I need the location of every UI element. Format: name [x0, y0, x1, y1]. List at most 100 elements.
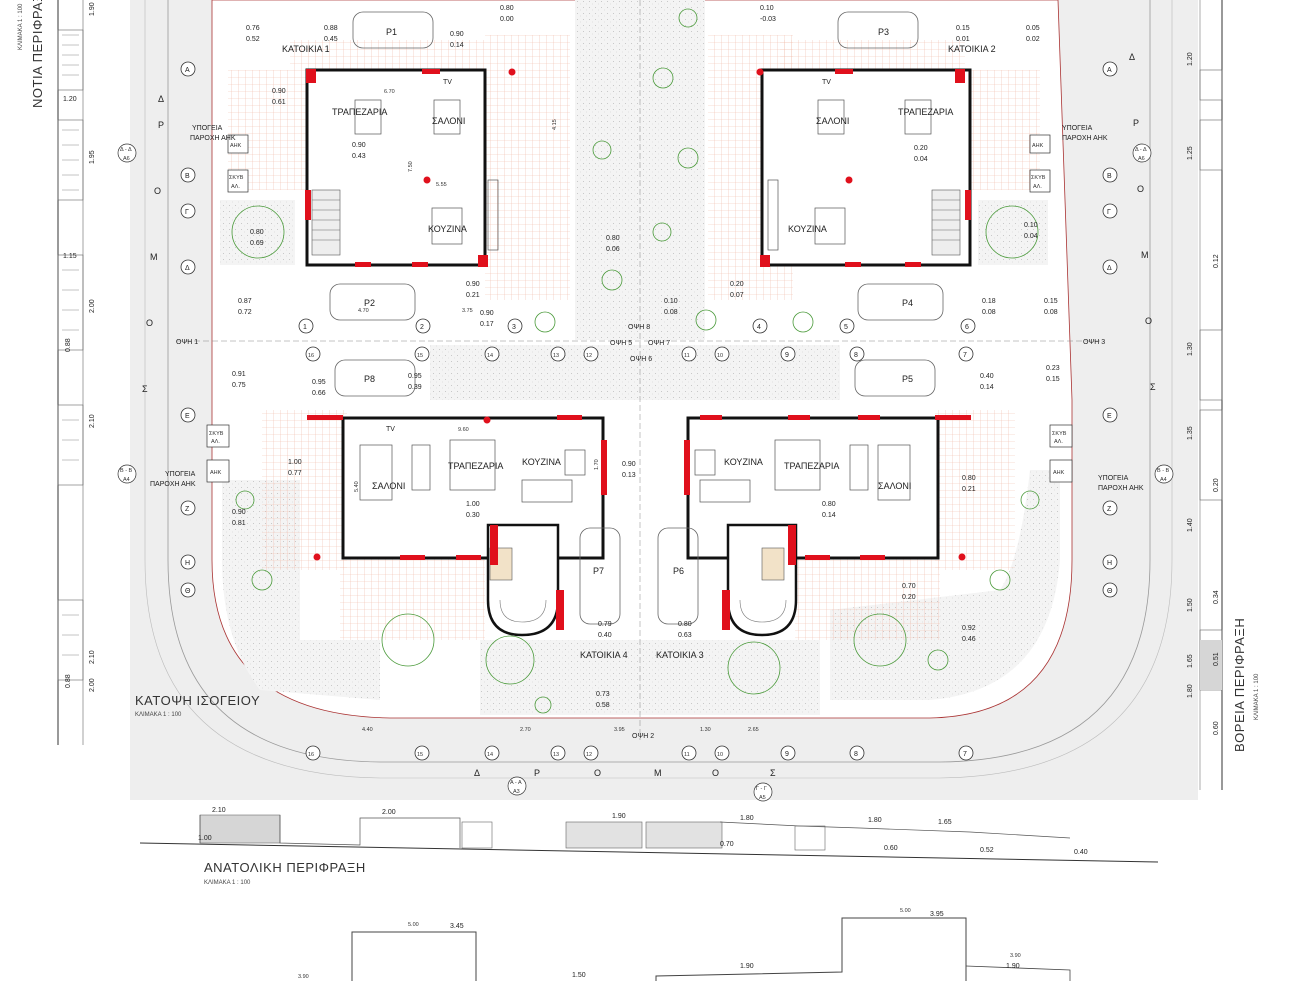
- svg-text:Δ: Δ: [474, 768, 480, 778]
- svg-text:0.73: 0.73: [596, 691, 610, 698]
- svg-text:3.95: 3.95: [930, 911, 944, 918]
- street-bottom: Δ Ρ Ο Μ Ο Σ: [474, 768, 776, 778]
- svg-text:0.80: 0.80: [822, 501, 836, 508]
- svg-text:4.70: 4.70: [358, 308, 369, 314]
- svg-text:15: 15: [417, 353, 423, 359]
- north-fence-elevation: ΒΟΡΕΙΑ ΠΕΡΙΦΡΑΞΗ ΚΛΙΜΑΚΑ 1 : 100 1.20 1.…: [1187, 0, 1260, 790]
- svg-text:0.21: 0.21: [466, 292, 480, 299]
- svg-text:4.15: 4.15: [552, 119, 558, 130]
- util-underground-tr: ΥΠΟΓΕΙΑ: [1062, 125, 1093, 132]
- util-al-tr: ΑΛ.: [1033, 184, 1042, 190]
- svg-text:0.70: 0.70: [720, 841, 734, 848]
- south-level-3: 1.15: [63, 253, 77, 260]
- svg-text:8: 8: [854, 751, 858, 758]
- util-ahk-tl: ΑΗΚ: [230, 143, 242, 149]
- svg-text:0.10: 0.10: [664, 298, 678, 305]
- svg-text:0.77: 0.77: [288, 470, 302, 477]
- svg-text:3.90: 3.90: [298, 974, 309, 980]
- svg-text:0.18: 0.18: [982, 298, 996, 305]
- util-al-bl: ΑΛ.: [211, 439, 220, 445]
- svg-text:8: 8: [854, 352, 858, 359]
- svg-text:Ο: Ο: [712, 768, 719, 778]
- svg-text:1.90: 1.90: [612, 813, 626, 820]
- svg-text:Η: Η: [185, 560, 190, 567]
- svg-text:1.00: 1.00: [198, 835, 212, 842]
- util-underground-tl: ΥΠΟΓΕΙΑ: [192, 125, 223, 132]
- svg-text:0.08: 0.08: [664, 309, 678, 316]
- svg-text:1: 1: [303, 324, 307, 331]
- svg-text:0.46: 0.46: [962, 636, 976, 643]
- svg-text:16: 16: [308, 752, 314, 758]
- util-underground-br: ΥΠΟΓΕΙΑ: [1098, 475, 1129, 482]
- svg-text:Ρ: Ρ: [1133, 118, 1139, 128]
- svg-text:Β: Β: [185, 173, 190, 180]
- svg-text:0.81: 0.81: [232, 520, 246, 527]
- south-level-8: 0.88: [65, 674, 72, 688]
- svg-text:0.90: 0.90: [272, 88, 286, 95]
- svg-text:0.43: 0.43: [352, 153, 366, 160]
- house2-name: ΚΑΤΟΙΚΙΑ 2: [948, 44, 996, 54]
- svg-text:7: 7: [963, 352, 967, 359]
- svg-text:0.40: 0.40: [1074, 849, 1088, 856]
- svg-text:2.70: 2.70: [520, 727, 531, 733]
- view-1: ΟΨΗ 1: [176, 339, 198, 346]
- svg-text:0.05: 0.05: [1026, 25, 1040, 32]
- house1-living: ΣΑΛΟΝΙ: [432, 116, 465, 126]
- svg-text:6: 6: [965, 324, 969, 331]
- svg-text:0.80: 0.80: [962, 475, 976, 482]
- util-al-br: ΑΛ.: [1054, 439, 1063, 445]
- north-fence-title: ΒΟΡΕΙΑ ΠΕΡΙΦΡΑΞΗ: [1232, 618, 1247, 752]
- house3-kitchen: ΚΟΥΖΙΝΑ: [724, 457, 763, 467]
- parking-p2: P2: [364, 298, 375, 308]
- south-level-2: 1.95: [89, 150, 96, 164]
- svg-text:0.07: 0.07: [730, 292, 744, 299]
- svg-text:0.75: 0.75: [232, 382, 246, 389]
- svg-text:0.14: 0.14: [450, 42, 464, 49]
- svg-text:0.91: 0.91: [232, 371, 246, 378]
- svg-text:15: 15: [417, 752, 423, 758]
- util-supply-tr: ΠΑΡΟΧΗ ΑΗΚ: [1062, 135, 1108, 142]
- svg-text:Α: Α: [1107, 67, 1112, 74]
- svg-text:Δ: Δ: [1129, 52, 1135, 62]
- svg-text:14: 14: [487, 752, 493, 758]
- house-4: TV ΣΑΛΟΝΙ ΤΡΑΠΕΖΑΡΙΑ ΚΟΥΖΙΝΑ ΚΑΤΟΙΚΙΑ 4: [307, 415, 628, 660]
- svg-text:10: 10: [717, 353, 723, 359]
- svg-text:0.17: 0.17: [480, 321, 494, 328]
- svg-text:1.00: 1.00: [288, 459, 302, 466]
- util-ahk-br: ΑΗΚ: [1053, 470, 1065, 476]
- svg-text:3.95: 3.95: [614, 727, 625, 733]
- svg-text:5.00: 5.00: [408, 922, 419, 928]
- house1-name: ΚΑΤΟΙΚΙΑ 1: [282, 44, 330, 54]
- svg-text:0.76: 0.76: [246, 25, 260, 32]
- svg-text:3.90: 3.90: [1010, 953, 1021, 959]
- svg-text:0.23: 0.23: [1046, 365, 1060, 372]
- svg-text:0.70: 0.70: [902, 583, 916, 590]
- util-bins-bl: ΣΚΥΒ: [209, 431, 224, 437]
- south-level-1: 1.20: [63, 96, 77, 103]
- south-level-7: 2.10: [89, 650, 96, 664]
- parking-p3: P3: [878, 27, 889, 37]
- svg-text:0.60: 0.60: [1213, 721, 1220, 735]
- svg-text:13: 13: [553, 353, 559, 359]
- svg-text:Ρ: Ρ: [534, 768, 540, 778]
- svg-text:0.87: 0.87: [238, 298, 252, 305]
- svg-text:12: 12: [586, 353, 592, 359]
- south-level-0: 1.90: [89, 2, 96, 16]
- street-left: Δ Ρ Ο Μ Ο Σ: [142, 94, 164, 394]
- svg-text:7.50: 7.50: [408, 161, 414, 172]
- svg-text:0.95: 0.95: [408, 373, 422, 380]
- plan-title: ΚΑΤΟΨΗ ΙΣΟΓΕΙΟΥ: [135, 693, 260, 708]
- svg-text:1.80: 1.80: [868, 817, 882, 824]
- south-level-4: 2.00: [89, 299, 96, 313]
- svg-text:0.10: 0.10: [1024, 222, 1038, 229]
- util-supply-bl: ΠΑΡΟΧΗ ΑΗΚ: [150, 481, 196, 488]
- svg-text:1.65: 1.65: [938, 819, 952, 826]
- util-bins-br: ΣΚΥΒ: [1052, 431, 1067, 437]
- svg-text:4: 4: [757, 324, 761, 331]
- north-fence-scale: ΚΛΙΜΑΚΑ 1 : 100: [1254, 673, 1260, 720]
- svg-text:Σ: Σ: [142, 384, 148, 394]
- svg-text:Ζ: Ζ: [185, 506, 190, 513]
- house4-living: ΣΑΛΟΝΙ: [372, 481, 405, 491]
- svg-text:0.80: 0.80: [606, 235, 620, 242]
